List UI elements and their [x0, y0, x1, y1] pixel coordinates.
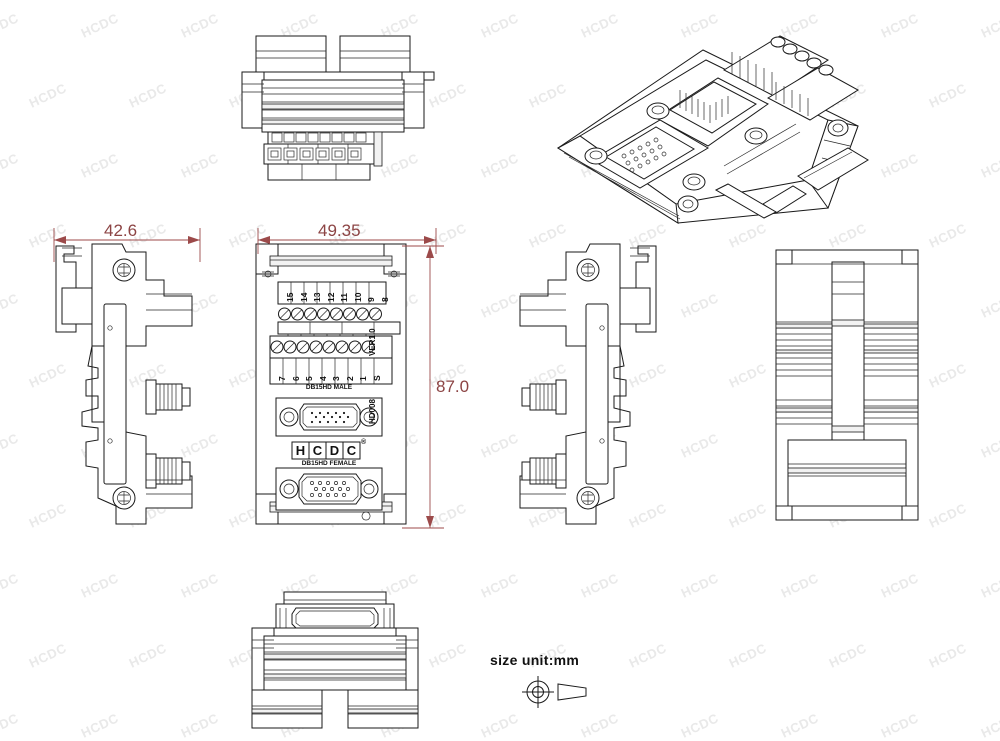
logo-letter-d: D [329, 443, 340, 458]
right-side-view [519, 243, 657, 525]
terminal-number-top: 15 [285, 292, 295, 302]
terminal-number-bottom: 4 [317, 376, 328, 381]
terminal-number-bottom: S [371, 375, 382, 381]
isometric-view [557, 35, 869, 224]
logo-letter-c1: C [312, 443, 323, 458]
terminal-number-top: 8 [379, 297, 390, 302]
left-side-view [55, 243, 193, 525]
model-text: HD008 [368, 399, 377, 424]
front-view [255, 243, 407, 525]
dimension-49-35: 49.35 [257, 221, 437, 254]
terminal-number-top: 9 [366, 297, 376, 302]
dimension-value-87-0: 87.0 [436, 377, 469, 396]
dimension-87-0: 87.0 [402, 245, 469, 529]
terminal-number-bottom: 6 [290, 376, 301, 381]
top-view [241, 35, 435, 181]
terminal-number-bottom: 2 [344, 376, 355, 381]
label-db15hd-male: DB15HD MALE [305, 384, 353, 391]
label-db15hd-female: DB15HD FEMALE [301, 460, 357, 467]
bottom-view [251, 591, 419, 729]
dimension-value-42-6: 42.6 [104, 221, 137, 240]
dimension-value-49-35: 49.35 [318, 221, 361, 240]
unit-note-block: size unit:mm [490, 652, 600, 713]
projection-symbol-icon [522, 676, 587, 708]
trademark-symbol: ® [361, 439, 367, 446]
terminal-number-bottom: 7 [277, 376, 287, 381]
terminal-number-top: 14 [298, 292, 309, 302]
rear-view [775, 249, 919, 521]
logo-letter-c2: C [346, 443, 357, 458]
logo-letter-h: H [295, 443, 306, 458]
terminal-number-bottom: 5 [304, 376, 314, 381]
terminal-number-bottom: 3 [331, 376, 341, 381]
terminal-number-top: 13 [312, 292, 322, 302]
terminal-number-top: 12 [325, 292, 336, 302]
terminal-number-top: 10 [352, 292, 363, 302]
dimension-42-6: 42.6 [53, 221, 201, 262]
version-text: VER1.0 [368, 328, 377, 356]
terminal-number-bottom: 1 [358, 376, 368, 381]
terminal-number-top: 11 [339, 293, 349, 302]
unit-note-text: size unit:mm [490, 652, 580, 668]
